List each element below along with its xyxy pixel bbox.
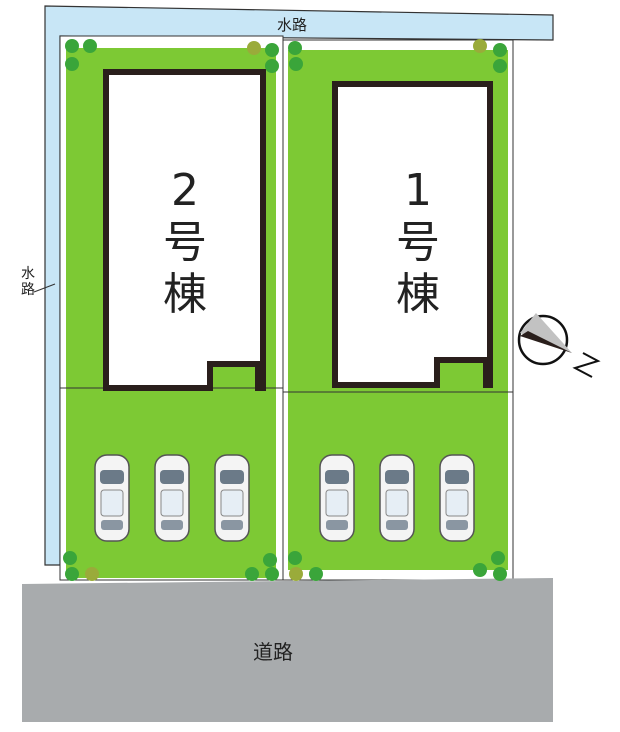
building-1-number: 1 xyxy=(404,165,432,216)
tree-icon xyxy=(491,551,505,565)
tree-icon xyxy=(289,57,303,71)
building-1-label: 1 号 棟 xyxy=(388,165,448,321)
tree-icon xyxy=(288,551,302,565)
waterway-left-char-2: 路 xyxy=(21,282,35,298)
tree-icon xyxy=(65,567,79,581)
tree-icon xyxy=(288,41,302,55)
building-2-number: 2 xyxy=(171,165,199,216)
tree-icon xyxy=(309,567,323,581)
car-icon xyxy=(214,454,250,542)
tree-icon xyxy=(263,553,277,567)
waterway-left-leader xyxy=(33,283,56,293)
road xyxy=(22,578,553,722)
tree-icon xyxy=(265,59,279,73)
waterway-top-label: 水路 xyxy=(277,16,308,34)
car-icon xyxy=(319,454,355,542)
building-2-label: 2 号 棟 xyxy=(155,165,215,321)
tree-icon xyxy=(63,551,77,565)
waterway-left-label: 水 路 xyxy=(21,266,35,298)
car-icon xyxy=(379,454,415,542)
building-1-char-1: 号 xyxy=(396,217,440,268)
car-icon xyxy=(439,454,475,542)
north-arrow-icon xyxy=(517,313,601,378)
tree-icon xyxy=(473,39,487,53)
car-icon xyxy=(154,454,190,542)
tree-icon xyxy=(65,39,79,53)
building-2-char-2: 棟 xyxy=(163,269,207,320)
building-2-char-1: 号 xyxy=(163,217,207,268)
tree-icon xyxy=(493,59,507,73)
tree-icon xyxy=(289,567,303,581)
tree-icon xyxy=(83,39,97,53)
tree-icon xyxy=(247,41,261,55)
tree-icon xyxy=(265,43,279,57)
tree-icon xyxy=(265,567,279,581)
tree-icon xyxy=(493,567,507,581)
tree-icon xyxy=(65,57,79,71)
waterway-left-char-1: 水 xyxy=(21,266,35,282)
building-2-outline xyxy=(103,69,266,391)
building-1-char-2: 棟 xyxy=(396,269,440,320)
tree-icon xyxy=(473,563,487,577)
tree-icon xyxy=(85,567,99,581)
tree-icon xyxy=(245,567,259,581)
building-1-outline xyxy=(332,81,493,388)
car-icon xyxy=(94,454,130,542)
road-label: 道路 xyxy=(253,640,293,664)
tree-icon xyxy=(493,43,507,57)
